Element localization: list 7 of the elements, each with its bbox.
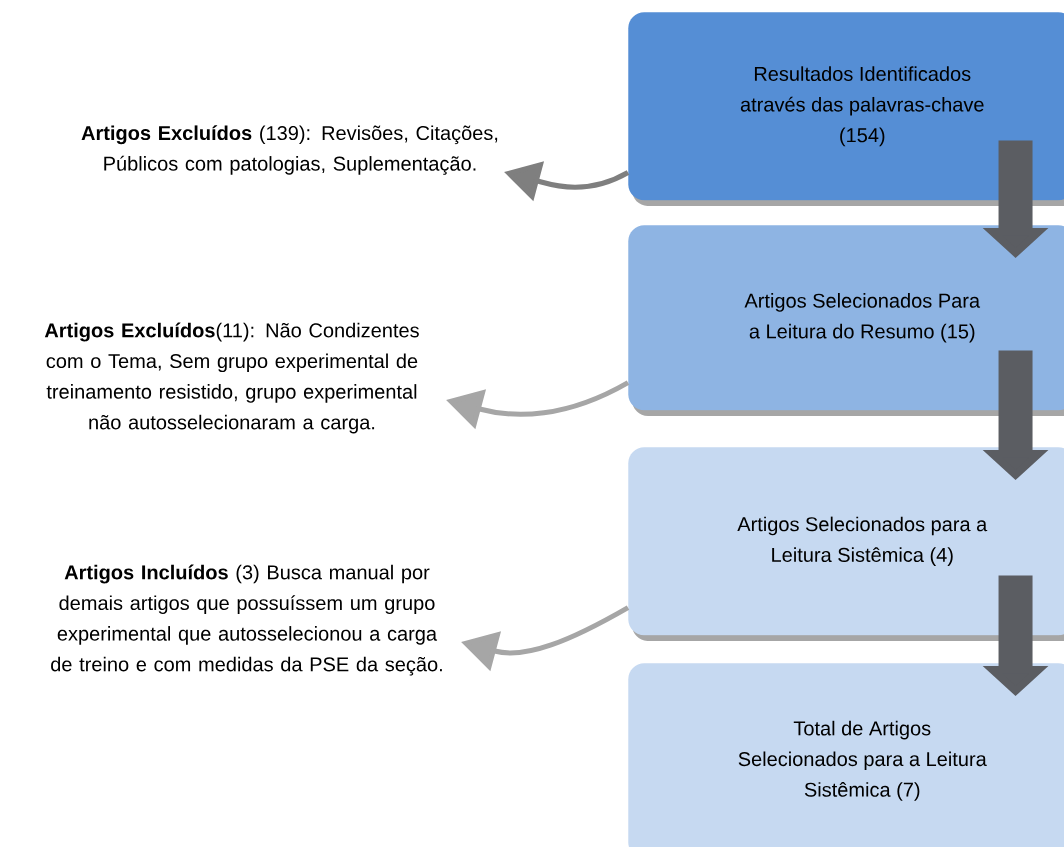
process-box: Artigos Selecionados para a Leitura Sistêmica (4) (628, 447, 1064, 641)
process-box: Total de Artigos Selecionados para a Leitura Sistêmica (7) (628, 663, 1064, 847)
process-box: Artigos Selecionados Para a Leitura do Resumo (15) (628, 225, 1064, 416)
note-text: Artigos Incluídos (3) Busca manual por demais artigos que possuíssem um grupo experimental que autosselecionou a carga de treino e com medidas da PSE da seção. (51, 564, 442, 676)
process-box: Resultados Identificados através das palavras-chave (154) (628, 12, 1064, 206)
note-text: Artigos Excluídos(11): Não Condizentes com o Tema, Sem grupo experimental de treinamento resistido, grupo experimental não autosselecionaram a carga. (44, 322, 419, 434)
note-text: Artigos Excluídos (139): Revisões, Citações, Públicos com patologias, Suplementação. (81, 125, 498, 175)
